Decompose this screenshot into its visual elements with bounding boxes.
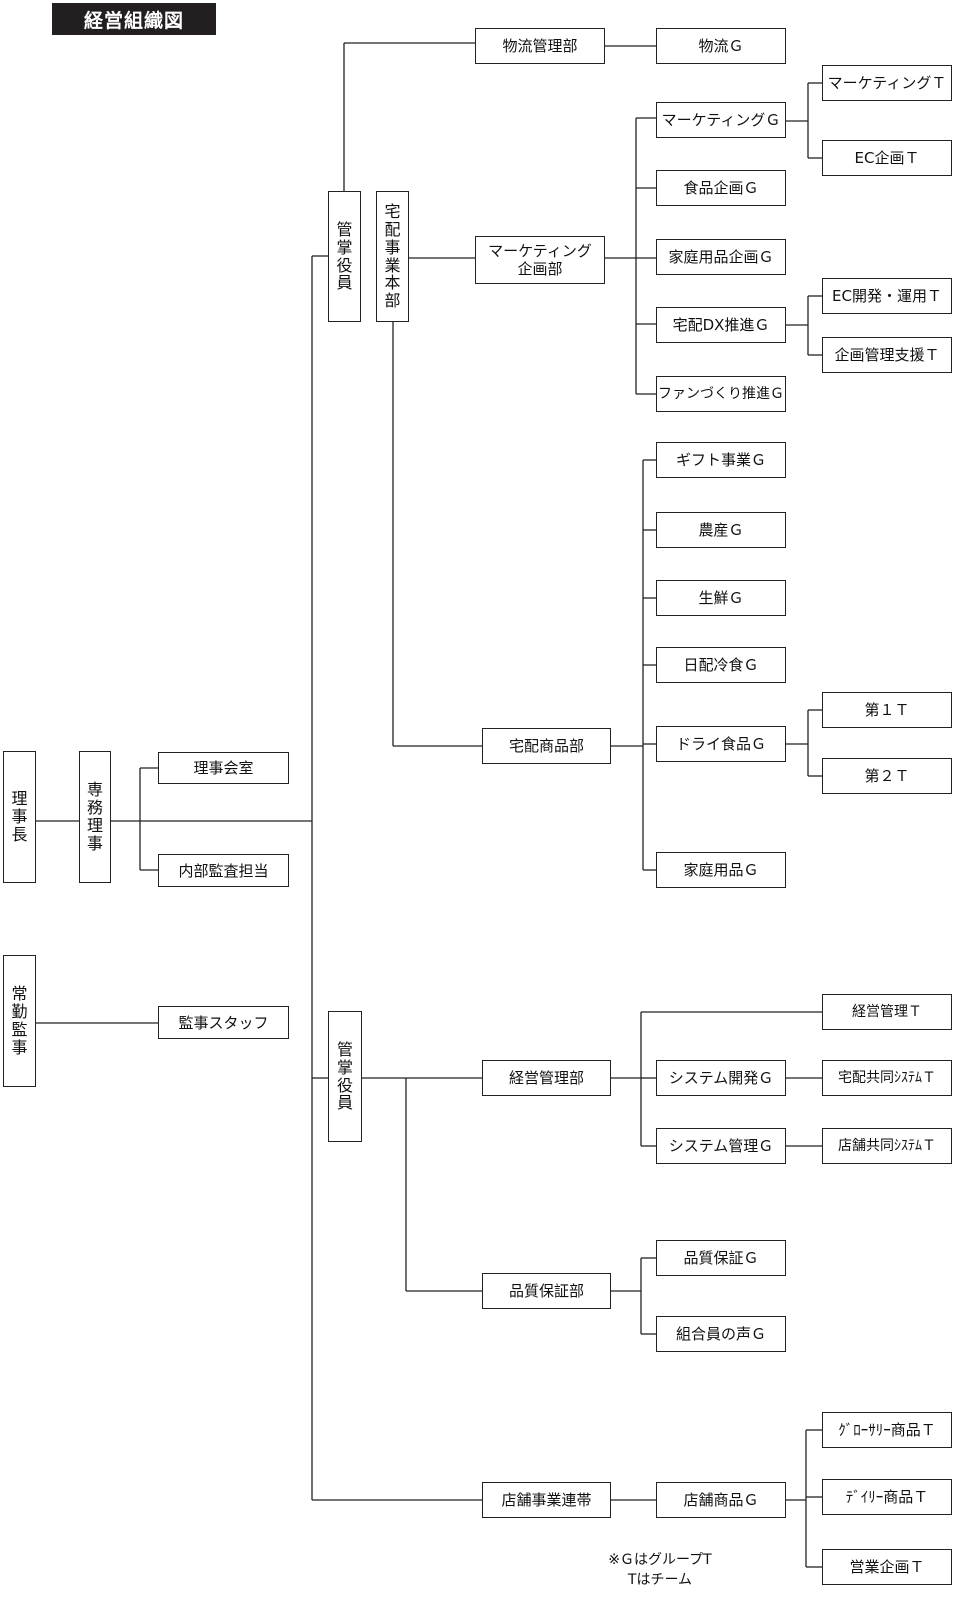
box-hinshitsu-bu: 品質保証部 — [482, 1273, 611, 1309]
box-naibu-kansa: 内部監査担当 — [158, 854, 289, 887]
box-keiei-t: 経営管理Ｔ — [822, 994, 952, 1030]
box-hinshitsu-g: 品質保証Ｇ — [656, 1240, 786, 1276]
box-dry-g: ドライ食品Ｇ — [656, 726, 786, 762]
box-tenpo-shohin-g: 店舗商品Ｇ — [656, 1482, 786, 1518]
box-shokuhin-g: 食品企画Ｇ — [656, 170, 786, 206]
box-shohin-bu: 宅配商品部 — [482, 728, 611, 764]
box-dai1-t: 第１Ｔ — [822, 692, 952, 728]
box-takuhai-honbu: 宅 配 事 業 本 部 — [376, 191, 409, 322]
box-kumiai-g: 組合員の声Ｇ — [656, 1316, 786, 1352]
box-daily-t: ﾃﾞｲﾘｰ商品Ｔ — [822, 1479, 952, 1515]
box-marketing-g: マーケティングＧ — [656, 102, 786, 138]
box-tenpo-sys-t: 店舗共同ｼｽﾃﾑＴ — [822, 1128, 952, 1164]
chart-title: 経営組織図 — [52, 3, 216, 35]
box-keiei-bu: 経営管理部 — [482, 1060, 611, 1096]
box-sys-kanri-g: システム管理Ｇ — [656, 1128, 786, 1164]
box-butsuryu-g: 物流Ｇ — [656, 28, 786, 64]
box-seisen-g: 生鮮Ｇ — [656, 580, 786, 616]
box-eigyo-t: 営業企画Ｔ — [822, 1549, 952, 1585]
box-katei-g: 家庭用品Ｇ — [656, 852, 786, 888]
box-marketing-bu: マーケティング 企画部 — [475, 236, 605, 284]
box-kansho-bottom: 管 掌 役 員 — [328, 1011, 362, 1142]
legend-note: ※ＧはグループT Tはチーム — [608, 1552, 712, 1589]
box-senmu-riji: 専 務 理 事 — [79, 751, 111, 883]
box-kikaku-kanri-t: 企画管理支援Ｔ — [822, 337, 952, 373]
box-nosan-g: 農産Ｇ — [656, 512, 786, 548]
box-marketing-t: マーケティングＴ — [822, 65, 952, 101]
box-sys-kaihatsu-g: システム開発Ｇ — [656, 1060, 786, 1096]
box-fan-g: ファンづくり推進Ｇ — [656, 376, 786, 412]
box-takuhai-sys-t: 宅配共同ｼｽﾃﾑＴ — [822, 1060, 952, 1096]
box-butsuryu-bu: 物流管理部 — [475, 28, 605, 64]
box-kansho-top: 管 掌 役 員 — [328, 191, 361, 322]
box-dx-g: 宅配DX推進Ｇ — [656, 307, 786, 343]
box-rijikai: 理事会室 — [158, 752, 289, 784]
box-katei-kikaku-g: 家庭用品企画Ｇ — [656, 239, 786, 275]
box-grocery-t: ｸﾞﾛｰｻﾘｰ商品Ｔ — [822, 1412, 952, 1448]
box-tenpo-renkei: 店舗事業連帯 — [482, 1482, 611, 1518]
box-ec-kaihatsu-t: EC開発・運用Ｔ — [822, 278, 952, 314]
box-dai2-t: 第２Ｔ — [822, 758, 952, 794]
box-kanji-staff: 監事スタッフ — [158, 1006, 289, 1039]
box-rijicho: 理 事 長 — [3, 751, 36, 883]
box-nippai-g: 日配冷食Ｇ — [656, 647, 786, 683]
box-gift-g: ギフト事業Ｇ — [656, 442, 786, 478]
box-ec-kikaku-t: EC企画Ｔ — [822, 140, 952, 176]
box-jokin-kanji: 常 勤 監 事 — [3, 955, 36, 1087]
